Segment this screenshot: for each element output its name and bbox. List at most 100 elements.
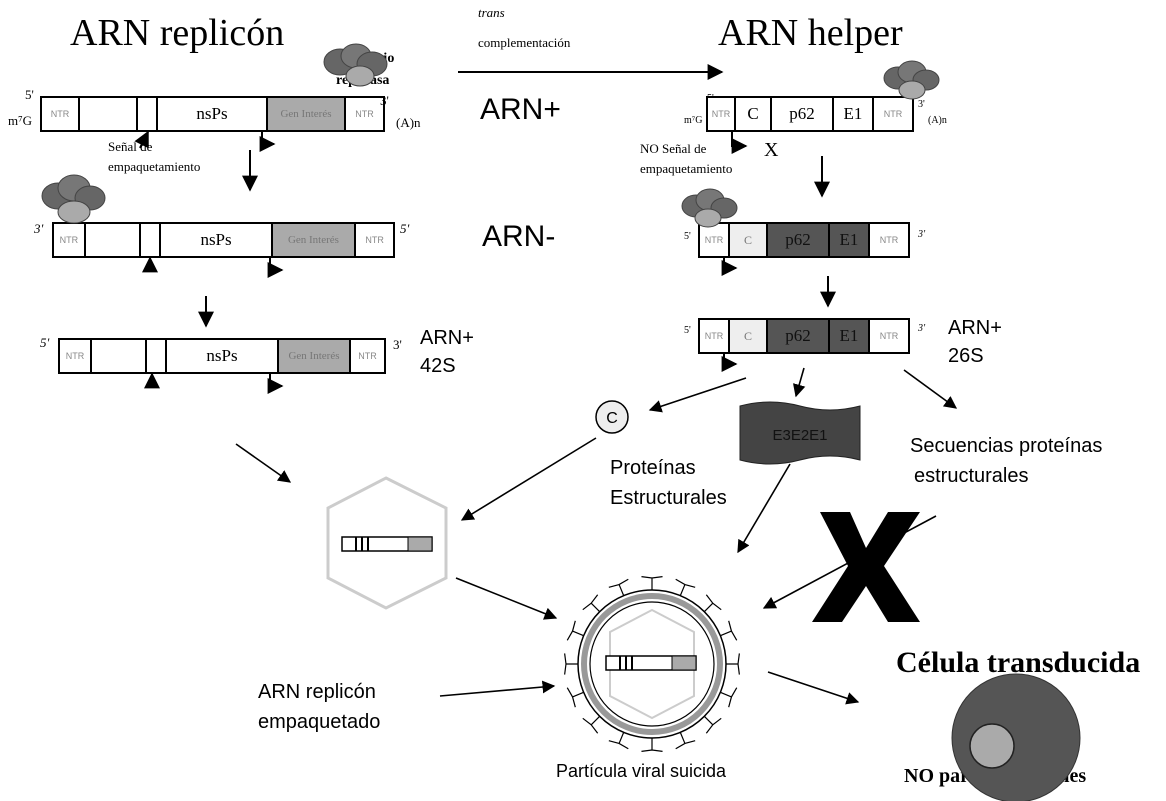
- secuencias-label-1: Secuencias proteínas: [910, 435, 1103, 457]
- ntr-segment: NTR: [365, 235, 384, 245]
- transduced-cell: [951, 673, 1081, 801]
- c-protein: [595, 400, 629, 434]
- packaging-signal: [141, 224, 162, 256]
- replicon-rna-plus: NTR nsPs Gen Interés NTR: [40, 96, 385, 132]
- five-prime-end: 5': [40, 335, 50, 350]
- five-prime-end: 5': [400, 221, 410, 236]
- helper-rna-plus: NTR C p62 E1 NTR: [706, 96, 914, 132]
- envelope-spike: [582, 594, 601, 613]
- arn-plus-label: ARN+: [480, 93, 561, 126]
- c-segment: C: [730, 320, 768, 352]
- three-prime-end: 3': [918, 229, 926, 240]
- empaquetado-label-2: empaquetado: [258, 711, 381, 733]
- empaquetado-label-1: ARN replicón: [258, 681, 376, 703]
- replicon-title: ARN replicón: [70, 12, 285, 54]
- envelope-spike: [703, 594, 722, 613]
- c-segment: C: [736, 98, 772, 130]
- envelope-spike: [720, 620, 738, 641]
- envelope-spike: [566, 687, 584, 708]
- no-senal-label-2: empaquetamiento: [640, 161, 733, 176]
- cap-label: m⁷G: [684, 115, 703, 126]
- arn-minus-label: ARN-: [482, 220, 556, 253]
- helper-rna-26s: NTR C p62 E1 NTR: [698, 318, 910, 354]
- gene-of-interest: Gen Interés: [268, 98, 346, 130]
- polya-tail: (A)n: [396, 115, 421, 130]
- ntr-segment: NTR: [708, 98, 736, 130]
- e1-segment: E1: [830, 224, 870, 256]
- nsps-segment: nsPs: [158, 98, 268, 130]
- replicon-rna-minus: NTR nsPs Gen Interés NTR: [52, 222, 395, 258]
- ntr-segment: NTR: [879, 331, 899, 341]
- packaging-signal: [147, 340, 167, 372]
- cap-label: m⁷G: [8, 113, 33, 128]
- envelope-spike: [641, 576, 663, 590]
- suicide-viral-particle: [564, 576, 740, 752]
- helper-rna-minus: NTR C p62 E1 NTR: [698, 222, 910, 258]
- ntr-segment: NTR: [355, 109, 374, 119]
- three-prime-end: 3': [918, 99, 925, 110]
- envelope-spike: [675, 578, 696, 596]
- nsps-segment: nsPs: [167, 340, 279, 372]
- arn-plus-42s-label: ARN+: [420, 327, 474, 349]
- envelope-spike: [641, 738, 663, 752]
- five-prime-end: 5': [684, 325, 691, 336]
- ntr-segment: NTR: [700, 320, 730, 352]
- gene-of-interest: Gen Interés: [272, 224, 357, 256]
- proteinas-label-2: Estructurales: [610, 487, 727, 509]
- blocked-x-icon: [812, 512, 920, 622]
- replicase-complex: [323, 43, 388, 87]
- helper-title: ARN helper: [718, 12, 903, 54]
- particula-label: Partícula viral suicida: [556, 761, 727, 781]
- no-senal-label-1: NO Señal de: [640, 141, 707, 156]
- secuencias-label-2: estructurales: [914, 465, 1029, 487]
- e1-segment: E1: [830, 320, 870, 352]
- c-protein-label: C: [606, 410, 618, 427]
- celula-label: Célula transducida: [896, 646, 1141, 679]
- p62-segment: p62: [768, 224, 830, 256]
- replicase-complex: [681, 188, 738, 228]
- e1-segment: E1: [834, 98, 874, 130]
- ntr-segment: NTR: [60, 340, 92, 372]
- packaging-signal: [138, 98, 158, 130]
- p62-segment: p62: [768, 320, 830, 352]
- envelope-spike: [675, 732, 696, 750]
- ntr-segment: NTR: [879, 235, 899, 245]
- polya-tail: (A)n: [928, 115, 947, 126]
- p62-segment: p62: [772, 98, 834, 130]
- ntr-segment: NTR: [700, 224, 730, 256]
- three-prime-end: 3': [34, 221, 44, 236]
- envelope-spike: [726, 653, 740, 675]
- envelope-spike: [720, 687, 738, 708]
- three-prime-end: 3': [393, 337, 402, 352]
- complementation-label: complementación: [478, 35, 571, 50]
- c-segment: C: [730, 224, 768, 256]
- e3e2e1-protein: [739, 401, 861, 465]
- three-prime-end: 3': [918, 323, 926, 334]
- replicon-rna-42s: NTR nsPs Gen Interés NTR: [58, 338, 386, 374]
- envelope-spike: [703, 715, 722, 734]
- s26-label: 26S: [948, 345, 984, 367]
- proteinas-label-1: Proteínas: [610, 457, 696, 479]
- five-prime-end: 5': [25, 87, 34, 102]
- arn-plus-26s-label: ARN+: [948, 317, 1002, 339]
- envelope-spike: [582, 715, 601, 734]
- ntr-segment: NTR: [42, 98, 80, 130]
- five-prime-end: 5': [684, 231, 691, 242]
- three-prime-end: 3': [380, 93, 389, 108]
- trans-label: trans: [478, 5, 505, 20]
- ntr-segment: NTR: [358, 351, 377, 361]
- envelope-spike: [566, 620, 584, 641]
- envelope-spike: [608, 732, 629, 750]
- replicase-complex: [41, 174, 106, 224]
- e3e2e1-label: E3E2E1: [772, 427, 827, 444]
- envelope-spike: [564, 653, 578, 675]
- nucleocapsid: [326, 476, 448, 610]
- replicase-complex: [883, 60, 940, 100]
- x-mark: X: [764, 139, 779, 161]
- envelope-spike: [608, 578, 629, 596]
- nsps-segment: nsPs: [161, 224, 273, 256]
- senal-label-2: empaquetamiento: [108, 159, 201, 174]
- gene-of-interest: Gen Interés: [279, 340, 351, 372]
- ntr-segment: NTR: [883, 109, 903, 119]
